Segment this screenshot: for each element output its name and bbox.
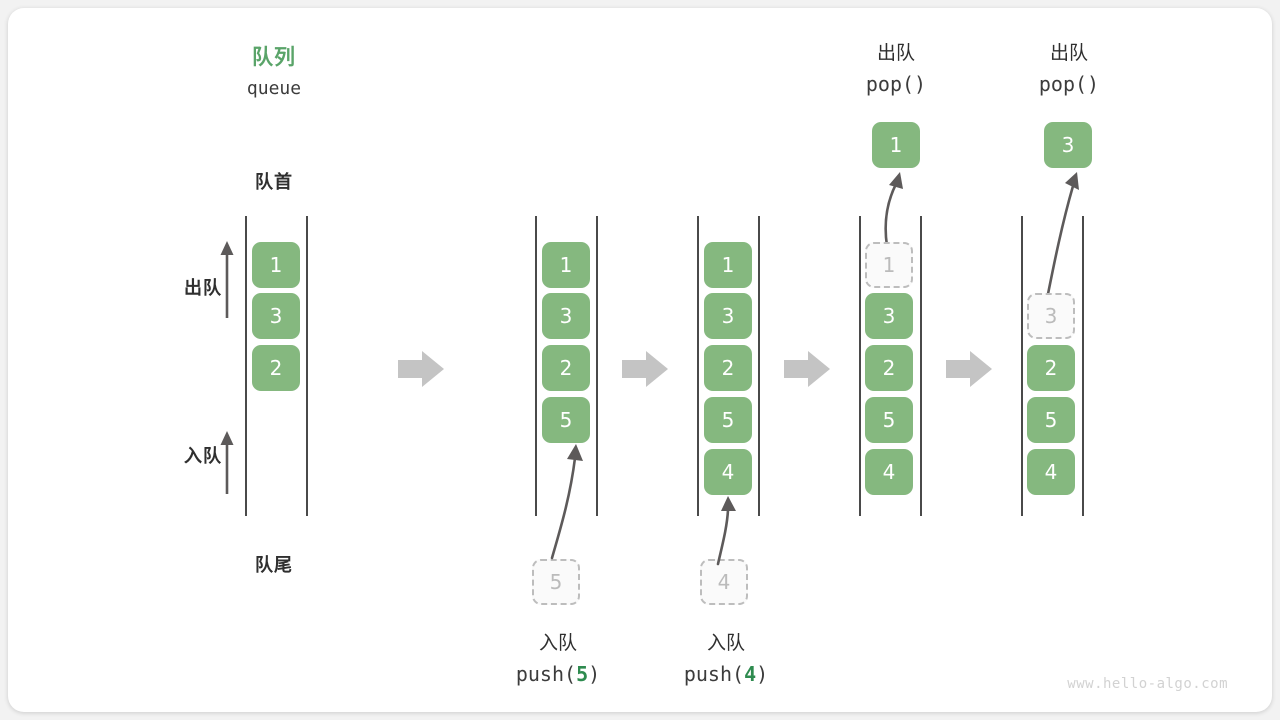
watermark: www.hello-algo.com xyxy=(1067,676,1228,692)
queue-cell: 4 xyxy=(1027,449,1075,495)
queue-cell: 1 xyxy=(252,242,300,288)
rail-left xyxy=(245,216,247,516)
op-code-prefix: push( xyxy=(515,662,577,686)
rail-left xyxy=(859,216,861,516)
queue-cell: 3 xyxy=(704,293,752,339)
flow-arrow-icon xyxy=(398,351,444,387)
incoming-ghost-cell: 4 xyxy=(700,559,748,605)
queue-cell: 4 xyxy=(704,449,752,495)
op-label-cn: 入队 xyxy=(538,632,577,654)
queue-cell: 4 xyxy=(865,449,913,495)
diagram-card: 队列 queue 队首 队尾 出队 入队 1 3 2 xyxy=(8,8,1272,712)
queue-cell: 2 xyxy=(704,345,752,391)
rail-right xyxy=(920,216,922,516)
rail-right xyxy=(306,216,308,516)
queue-cell: 5 xyxy=(704,397,752,443)
queue-cell: 3 xyxy=(252,293,300,339)
op-label-cn: 入队 xyxy=(706,632,745,654)
op-label-cn: 出队 xyxy=(1049,42,1088,64)
popped-cell: 3 xyxy=(1044,122,1092,168)
dequeue-label: 出队 xyxy=(184,278,222,299)
page-subtitle: queue xyxy=(246,78,302,99)
op-label-code: pop() xyxy=(1038,72,1100,96)
rear-label: 队尾 xyxy=(255,555,293,576)
op-code-arg: 5 xyxy=(576,662,589,686)
push-arrow xyxy=(716,496,736,566)
page-title: 队列 xyxy=(252,45,296,69)
queue-cell: 2 xyxy=(252,345,300,391)
queue-cell: 2 xyxy=(542,345,590,391)
op-label-cn: 出队 xyxy=(876,42,915,64)
op-code-arg: 4 xyxy=(744,662,757,686)
queue-cell-ghost: 1 xyxy=(865,242,913,288)
op-code-suffix: ) xyxy=(756,662,769,686)
rail-right xyxy=(596,216,598,516)
queue-cell: 1 xyxy=(704,242,752,288)
incoming-ghost-cell: 5 xyxy=(532,559,580,605)
queue-cell: 2 xyxy=(865,345,913,391)
queue-cell: 1 xyxy=(542,242,590,288)
front-label: 队首 xyxy=(255,172,293,193)
rail-left xyxy=(697,216,699,516)
queue-cell: 2 xyxy=(1027,345,1075,391)
op-code-suffix: ) xyxy=(588,662,601,686)
enqueue-direction-arrow xyxy=(220,431,234,494)
flow-arrow-icon xyxy=(622,351,668,387)
queue-cell: 3 xyxy=(542,293,590,339)
enqueue-label: 入队 xyxy=(184,446,222,467)
op-label-code: pop() xyxy=(865,72,927,96)
pop-arrow xyxy=(884,172,903,248)
dequeue-direction-arrow xyxy=(220,241,234,318)
op-code-prefix: push( xyxy=(683,662,745,686)
rail-left xyxy=(535,216,537,516)
popped-cell: 1 xyxy=(872,122,920,168)
op-label-code: push(4) xyxy=(646,662,806,686)
flow-arrow-icon xyxy=(946,351,992,387)
rail-right xyxy=(1082,216,1084,516)
queue-cell: 5 xyxy=(542,397,590,443)
pop-arrow xyxy=(1046,172,1079,296)
queue-cell-ghost: 3 xyxy=(1027,293,1075,339)
queue-cell: 3 xyxy=(865,293,913,339)
rail-right xyxy=(758,216,760,516)
flow-arrow-icon xyxy=(784,351,830,387)
op-label-code: push(5) xyxy=(478,662,638,686)
rail-left xyxy=(1021,216,1023,516)
queue-cell: 5 xyxy=(865,397,913,443)
queue-cell: 5 xyxy=(1027,397,1075,443)
push-arrow xyxy=(550,444,583,560)
